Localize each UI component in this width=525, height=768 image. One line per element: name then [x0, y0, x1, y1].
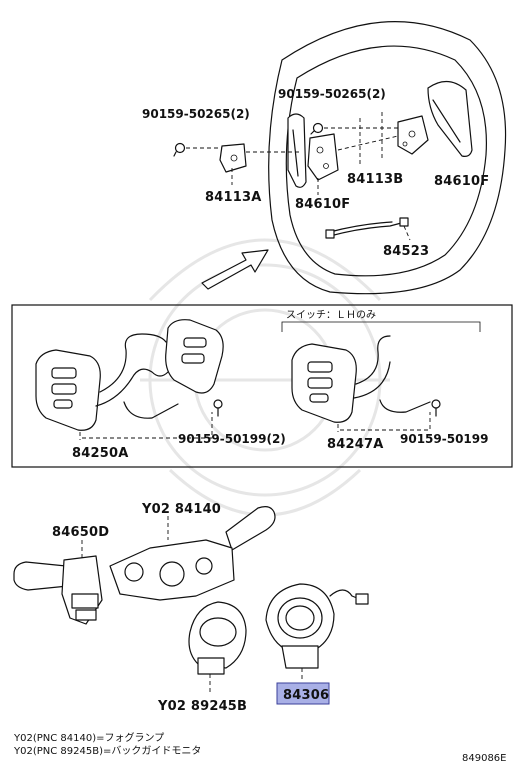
mounting-bracket-left [219, 143, 247, 173]
bolt-left-icon [173, 142, 186, 157]
steering-column-cover-89245b [188, 601, 247, 692]
label-84247a: 84247A [327, 437, 384, 452]
leader-84250a [79, 412, 213, 440]
direction-arrow-icon [201, 249, 269, 290]
switch-group-frame [11, 304, 513, 468]
paddle-shifter-right [427, 80, 473, 157]
label-84650d: 84650D [52, 525, 109, 540]
note-line-1: Y02(PNC 84140)=フォグランプ [13, 731, 164, 744]
screw-84250a-icon [213, 399, 223, 417]
leader-84247a [337, 412, 431, 432]
label-84113b: 84113B [347, 172, 403, 187]
label-bolt-right: 90159-50265(2) [278, 87, 386, 101]
label-bolt-left: 90159-50265(2) [142, 107, 250, 121]
label-89245b: Y02 89245B [157, 699, 247, 714]
label-screw-b: 90159-50199 [400, 432, 488, 446]
steering-switch-84247a [291, 335, 431, 423]
steering-wheel [268, 21, 507, 295]
paddle-base-center [307, 133, 339, 181]
screw-84247a-icon [431, 399, 441, 417]
highlight-84306: 84306 [276, 682, 330, 705]
steering-switch-84250a [35, 319, 224, 431]
bolt-right-icon [310, 122, 324, 135]
wiper-lever-84650d [13, 540, 103, 625]
label-84113a: 84113A [205, 190, 262, 205]
lh-only-bracket [281, 321, 481, 332]
paddle-shifter-left [287, 113, 307, 188]
spiral-cable-84306 [265, 583, 369, 680]
label-84610f-left: 84610F [295, 197, 350, 212]
light-lever-84140 [109, 506, 276, 601]
mounting-bracket-right [397, 115, 429, 155]
label-lh-only: スイッチ：ＬＨのみ [286, 309, 376, 321]
note-line-2: Y02(PNC 89245B)=バックガイドモニタ [13, 745, 201, 757]
label-84523: 84523 [383, 244, 429, 259]
leader-lines-top [186, 112, 411, 241]
figure-id: 849086E [462, 753, 507, 764]
label-screw-a: 90159-50199(2) [178, 432, 286, 446]
wire-harness-84523 [325, 217, 409, 239]
label-84306: 84306 [283, 688, 329, 703]
label-84610f-right: 84610F [434, 174, 489, 189]
label-84250a: 84250A [72, 446, 129, 461]
label-84140: Y02 84140 [141, 502, 221, 517]
